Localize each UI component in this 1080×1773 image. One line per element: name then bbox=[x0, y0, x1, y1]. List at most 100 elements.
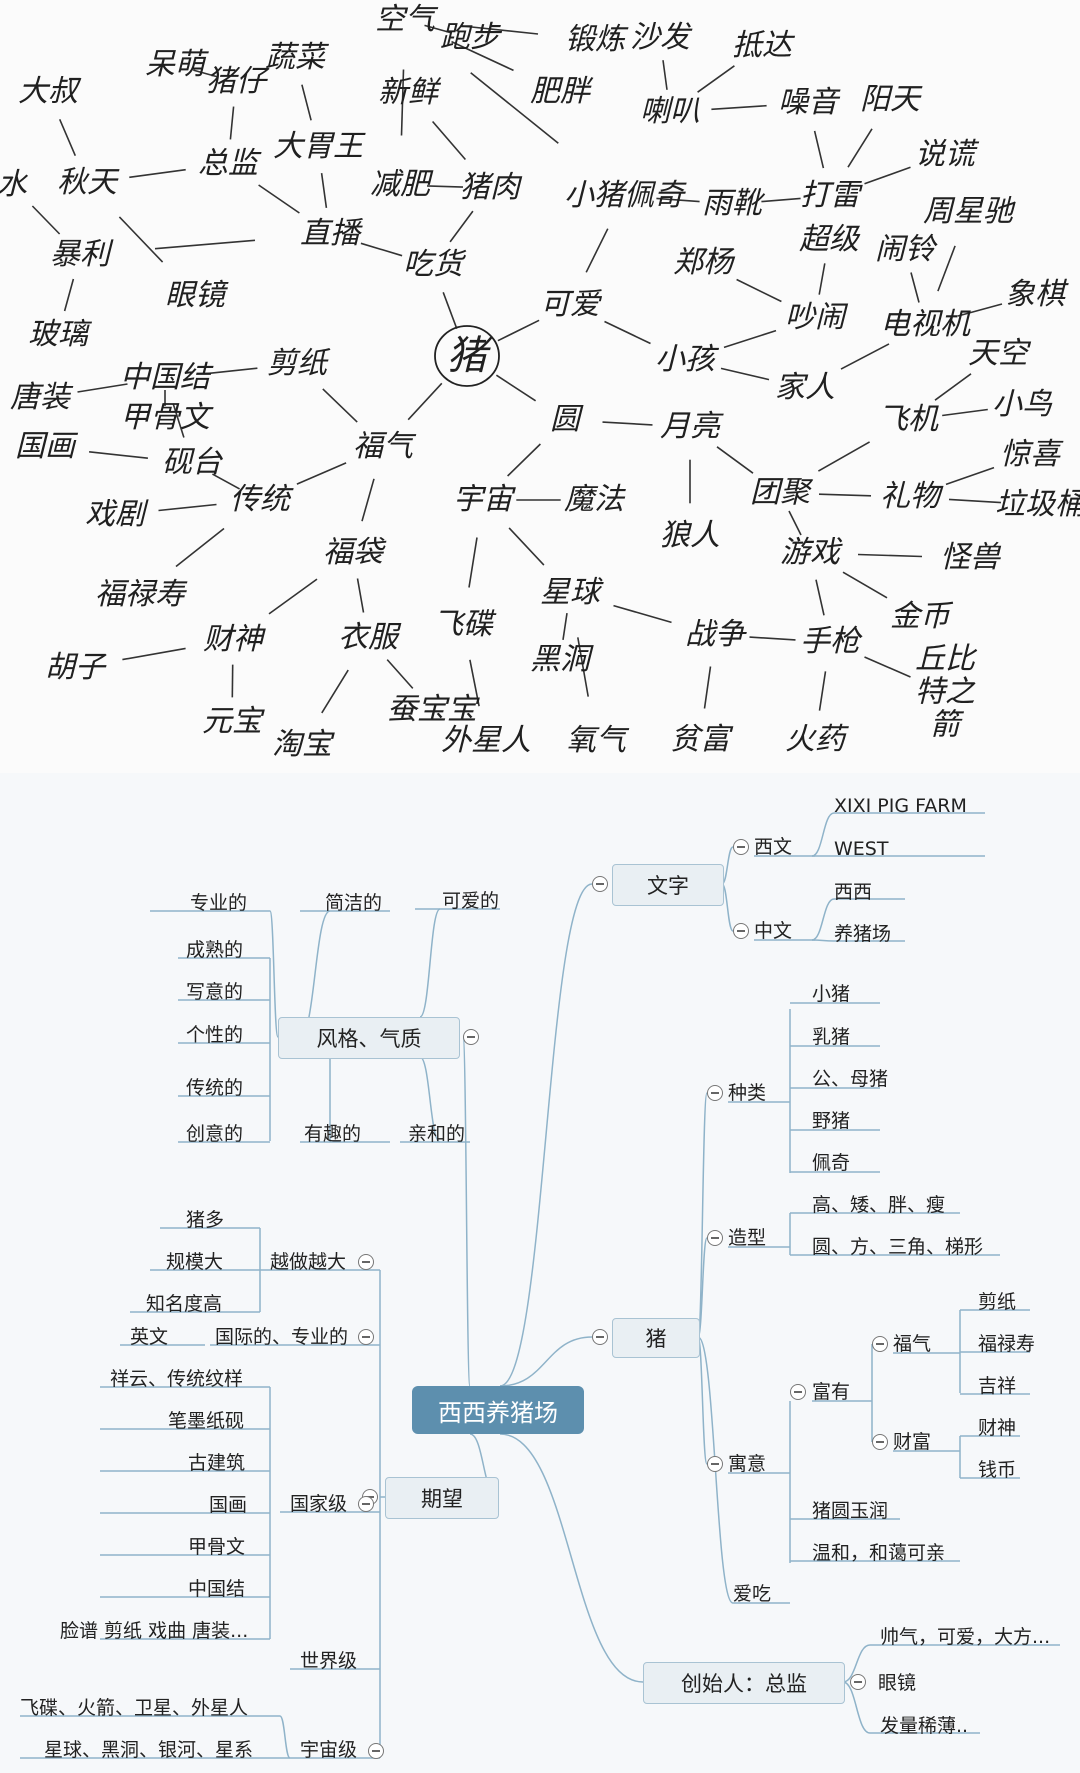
sketch-link bbox=[711, 104, 767, 111]
mindmap-connector bbox=[811, 939, 835, 942]
leaf-national-5: 甲骨文 bbox=[188, 1536, 246, 1558]
leaf-kind-4: 野猪 bbox=[812, 1110, 851, 1132]
sketch-link bbox=[258, 184, 300, 214]
sketch-link bbox=[229, 106, 235, 140]
collapse-bigger-toggle[interactable] bbox=[358, 1254, 374, 1270]
collapse-text-toggle[interactable] bbox=[592, 876, 608, 892]
collapse-western-toggle[interactable] bbox=[733, 839, 749, 855]
sketch-link bbox=[585, 228, 609, 273]
sketch-link bbox=[122, 647, 186, 661]
style-top-2: 简洁的 bbox=[325, 892, 383, 914]
collapse-rich-toggle[interactable] bbox=[790, 1384, 806, 1400]
sketch-link bbox=[942, 408, 988, 417]
sketch-word: 圆 bbox=[550, 402, 580, 437]
collapse-national-toggle[interactable] bbox=[358, 1496, 374, 1512]
sketch-word: 家人 bbox=[775, 370, 835, 405]
sketch-word: 唐装 bbox=[10, 380, 70, 415]
sketch-word: 电视机 bbox=[880, 307, 970, 342]
collapse-kinds-toggle[interactable] bbox=[707, 1085, 723, 1101]
sketch-word: 礼物 bbox=[880, 479, 940, 514]
collapse-pig-toggle[interactable] bbox=[592, 1329, 608, 1345]
sketch-link bbox=[662, 60, 668, 90]
sketch-word: 雨靴 bbox=[702, 186, 762, 221]
collapse-fortune-toggle[interactable] bbox=[872, 1336, 888, 1352]
leaf-chinese-1: 西西 bbox=[834, 881, 873, 903]
sketch-word: 黑洞 bbox=[530, 642, 590, 677]
sketch-link bbox=[58, 118, 77, 157]
root-node[interactable]: 西西养猪场 bbox=[412, 1386, 584, 1434]
sketch-link bbox=[723, 329, 777, 349]
style-left-3: 个性的 bbox=[186, 1024, 244, 1046]
sketch-word: 惊喜 bbox=[1000, 437, 1060, 472]
node-kinds: 种类 bbox=[728, 1082, 767, 1104]
sketch-word: 蚕宝宝 bbox=[387, 692, 477, 727]
sketch-link bbox=[495, 374, 537, 402]
sketch-link bbox=[857, 553, 923, 558]
sketch-word: 可爱 bbox=[540, 287, 600, 322]
sketch-word: 飞机 bbox=[878, 402, 938, 437]
sketch-link bbox=[602, 421, 653, 426]
leaf-fortune-3: 吉祥 bbox=[978, 1375, 1017, 1397]
collapse-chinese-toggle[interactable] bbox=[733, 923, 749, 939]
style-bottom-1: 有趣的 bbox=[304, 1123, 362, 1145]
sketch-word: 空气 bbox=[375, 2, 435, 37]
leaf-shape-1: 高、矮、胖、瘦 bbox=[812, 1194, 946, 1216]
leaf-national-1: 祥云、传统纹样 bbox=[110, 1368, 244, 1390]
sketch-word: 垃圾桶 bbox=[995, 487, 1080, 522]
branch-founder-node[interactable]: 创始人：总监 bbox=[643, 1662, 845, 1704]
mindmap-connector bbox=[269, 910, 279, 1038]
sketch-link bbox=[320, 172, 328, 209]
sketch-link bbox=[507, 443, 541, 477]
sketch-word: 直播 bbox=[300, 216, 360, 251]
sketch-link bbox=[703, 666, 712, 709]
sketch-link bbox=[31, 205, 61, 235]
leaf-kind-1: 小猪 bbox=[812, 983, 851, 1005]
sketch-link bbox=[461, 25, 539, 35]
collapse-intl-toggle[interactable] bbox=[358, 1329, 374, 1345]
collapse-founder-toggle[interactable] bbox=[850, 1674, 866, 1690]
node-chinese: 中文 bbox=[754, 920, 793, 942]
mindmap-connector bbox=[811, 812, 835, 857]
collapse-style-toggle[interactable] bbox=[463, 1029, 479, 1045]
leaf-meaning-1: 猪圆玉润 bbox=[812, 1500, 889, 1522]
sketch-link bbox=[818, 441, 870, 472]
sketch-link bbox=[154, 239, 256, 250]
sketch-link bbox=[840, 343, 890, 370]
sketch-link bbox=[470, 72, 559, 144]
sketch-word: 超级 bbox=[799, 222, 859, 257]
node-bigger: 越做越大 bbox=[270, 1251, 347, 1273]
sketch-link bbox=[193, 69, 218, 78]
sketch-word: 星球 bbox=[540, 575, 600, 610]
sketch-link bbox=[813, 130, 825, 169]
leaf-universe-1: 飞碟、火箭、卫星、外星人 bbox=[20, 1697, 249, 1719]
branch-text-node[interactable]: 文字 bbox=[612, 864, 724, 906]
sketch-link bbox=[910, 272, 920, 303]
sketch-word: 暴利 bbox=[50, 237, 110, 272]
branch-hope-node[interactable]: 期望 bbox=[385, 1477, 499, 1519]
node-wealth: 财富 bbox=[893, 1431, 932, 1453]
sketch-word: 国画 bbox=[15, 429, 75, 464]
branch-style-node[interactable]: 风格、气质 bbox=[278, 1017, 460, 1059]
leaf-bigger-3: 知名度高 bbox=[146, 1293, 223, 1315]
collapse-meaning-toggle[interactable] bbox=[707, 1456, 723, 1472]
branch-pig-node[interactable]: 猪 bbox=[612, 1318, 700, 1358]
sketch-link bbox=[322, 388, 358, 423]
leaf-national-2: 笔墨纸砚 bbox=[168, 1410, 245, 1432]
collapse-shape-toggle[interactable] bbox=[707, 1230, 723, 1246]
sketch-link bbox=[407, 382, 443, 421]
sketch-link bbox=[788, 510, 802, 536]
style-left-4: 传统的 bbox=[186, 1077, 244, 1099]
sketch-link bbox=[864, 166, 911, 185]
leaf-national-6: 中国结 bbox=[188, 1578, 246, 1600]
sketch-link bbox=[818, 493, 872, 497]
collapse-universe-toggle[interactable] bbox=[368, 1743, 384, 1759]
sketch-link bbox=[656, 197, 700, 203]
sketch-link bbox=[497, 319, 540, 342]
sketch-word: 眼镜 bbox=[165, 278, 225, 313]
collapse-wealth-toggle[interactable] bbox=[872, 1434, 888, 1450]
mindmap-connector bbox=[499, 1433, 644, 1683]
style-top-1: 专业的 bbox=[190, 892, 248, 914]
leaf-intl-1: 英文 bbox=[130, 1326, 169, 1348]
sketch-word: 呆萌 bbox=[145, 47, 205, 82]
sketch-word: 大胃王 bbox=[273, 129, 363, 164]
